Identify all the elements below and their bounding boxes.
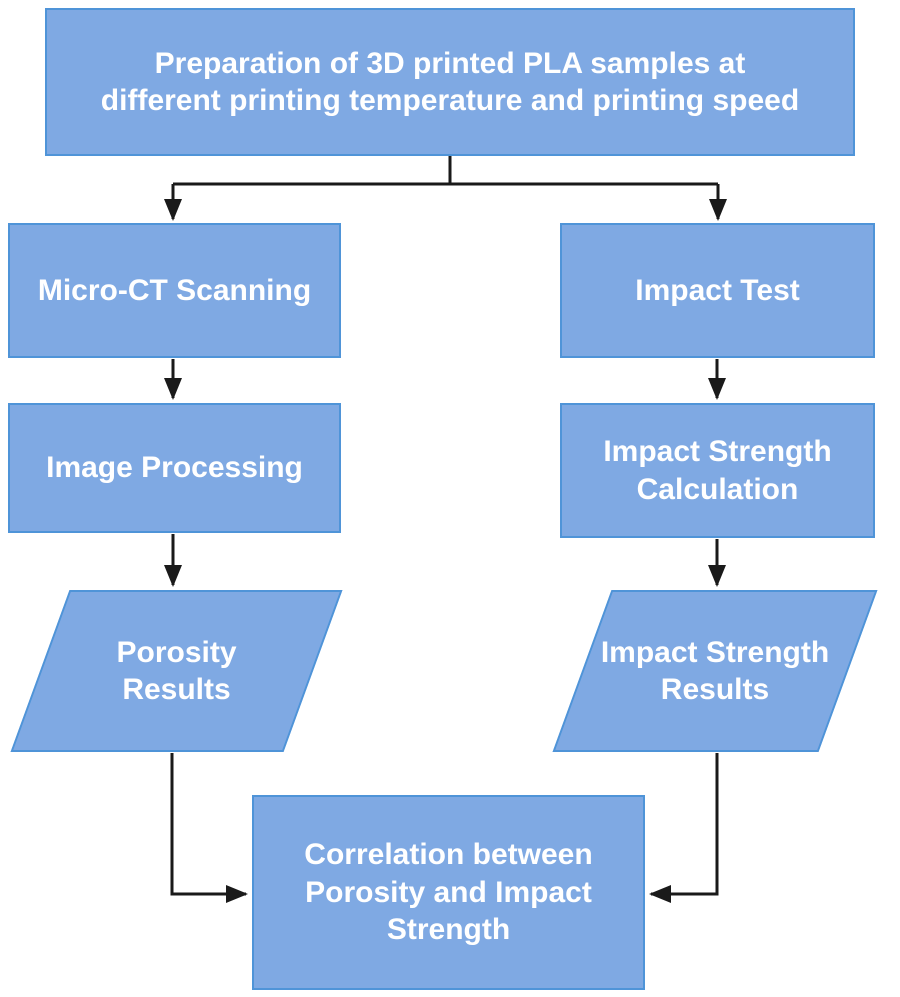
node-impact-strength-calculation: Impact Strength Calculation (560, 403, 875, 538)
node-impact-strength-results-label: Impact Strength Results (600, 635, 830, 707)
node-preparation: Preparation of 3D printed PLA samples at… (45, 8, 855, 156)
node-porosity-results: Porosity Results (8, 590, 345, 752)
node-image-processing-label: Image Processing (46, 451, 303, 485)
node-correlation: Correlation between Porosity and Impact … (252, 795, 645, 990)
node-preparation-label: Preparation of 3D printed PLA samples at… (100, 46, 800, 118)
node-impact-test-label: Impact Test (635, 273, 800, 307)
node-image-processing: Image Processing (8, 403, 341, 533)
node-porosity-results-label: Porosity Results (116, 635, 237, 707)
node-micro-ct-scanning-label: Micro-CT Scanning (37, 273, 312, 307)
node-impact-test: Impact Test (560, 223, 875, 358)
node-correlation-label: Correlation between Porosity and Impact … (304, 838, 593, 947)
node-impact-strength-calculation-label: Impact Strength Calculation (603, 435, 832, 506)
node-impact-strength-results: Impact Strength Results (550, 590, 880, 752)
node-micro-ct-scanning: Micro-CT Scanning (8, 223, 341, 358)
